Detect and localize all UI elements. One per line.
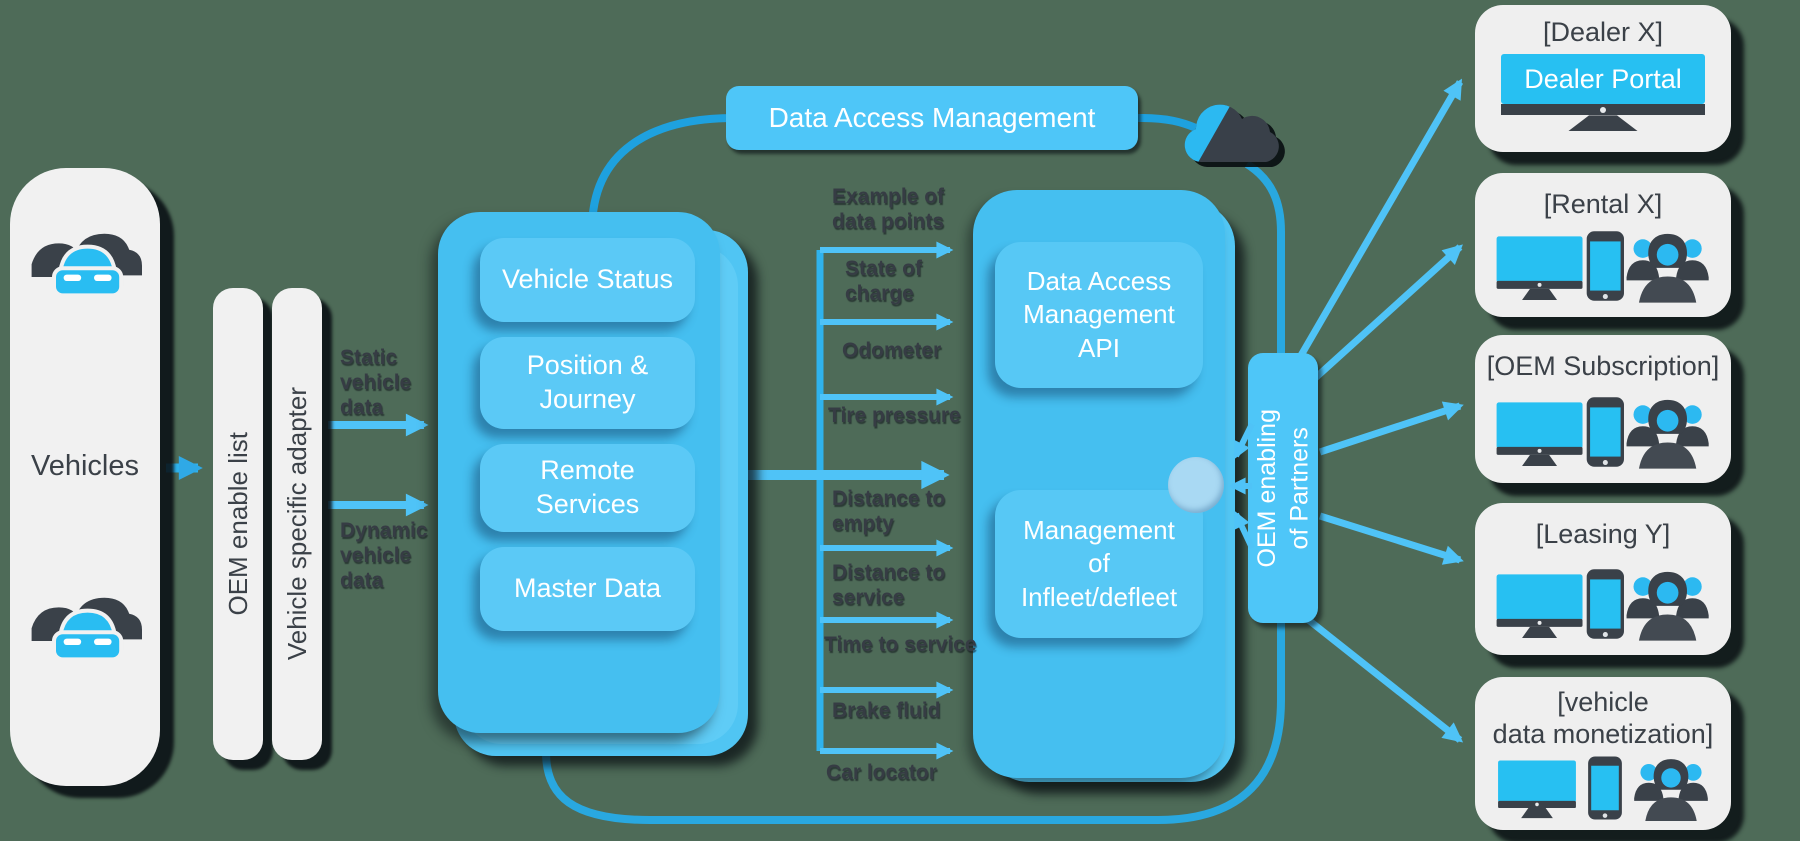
card-master-data: Master Data xyxy=(480,547,695,631)
vehicle-specific-adapter-bar: Vehicle specific adapter xyxy=(272,288,322,760)
people-icon xyxy=(1631,755,1711,821)
monitor-icon xyxy=(1495,234,1584,304)
card-position-journey: Position & Journey xyxy=(480,337,695,429)
car-fleet-icon xyxy=(30,212,142,298)
arrow-to-vehicle-data-monetization xyxy=(1303,615,1464,743)
partner-vehicle-data-monetization: [vehicle data monetization] xyxy=(1475,677,1731,830)
people-icon xyxy=(1625,394,1710,470)
smartphone-icon xyxy=(1585,566,1626,642)
oem-enabling-label: OEM enabling of Partners xyxy=(1251,409,1316,567)
data-access-management-banner: Data Access Management xyxy=(726,86,1138,150)
partner-title: [vehicle data monetization] xyxy=(1492,687,1714,750)
dealer-portal-screen: Dealer Portal xyxy=(1501,54,1705,105)
oem-enable-list-label: OEM enable list xyxy=(222,432,253,616)
label-state-of-charge: State of charge xyxy=(845,257,923,306)
label-time-to-service: Time to service xyxy=(824,633,977,656)
card-remote-services: Remote Services xyxy=(480,444,695,532)
partner-title: [Leasing Y] xyxy=(1535,519,1671,549)
oem-enabling-line2: of Partners xyxy=(1285,426,1313,550)
monitor-dot xyxy=(1600,107,1606,114)
label-brake-fluid: Brake fluid xyxy=(832,699,941,722)
banner-label: Data Access Management xyxy=(768,102,1096,133)
partner-title: [OEM Subscription] xyxy=(1486,351,1720,381)
label-car-locator: Car locator xyxy=(826,761,937,784)
card-data-access-management-api: Data Access Management API xyxy=(995,242,1203,388)
vehicles-panel: Vehicles xyxy=(10,168,160,786)
arrow-to-oem-subscription xyxy=(1318,401,1464,456)
api-connector-circle xyxy=(1168,457,1224,513)
label-odometer: Odometer xyxy=(842,339,942,362)
monitor-bezel xyxy=(1501,104,1705,116)
label-distance-to-service: Distance to service xyxy=(832,561,946,610)
partner-icon-row xyxy=(1495,226,1710,317)
smartphone-icon xyxy=(1585,394,1626,470)
arrow-to-dealer-x xyxy=(1292,78,1464,366)
line-cloud-to-oem-bar xyxy=(1244,160,1285,356)
dynamic-vehicle-data-label: Dynamic vehicle data xyxy=(340,519,428,593)
datapoints-heading: Example of data points xyxy=(832,185,945,234)
cloud-icon xyxy=(1184,104,1285,167)
partner-icon-row xyxy=(1495,753,1710,830)
oem-enabling-partners-bar: OEM enabling of Partners xyxy=(1248,353,1318,623)
partner-title: [Rental X] xyxy=(1543,189,1663,219)
monitor-icon xyxy=(1495,572,1584,642)
card-management-infleet-defleet: Management of Infleet/defleet xyxy=(995,490,1203,638)
partner-oem-subscription: [OEM Subscription] xyxy=(1475,335,1731,483)
people-icon xyxy=(1625,566,1710,642)
monitor-icon xyxy=(1495,400,1584,470)
partner-rental-x: [Rental X] xyxy=(1475,173,1731,317)
arrow-to-rental-x xyxy=(1299,244,1463,393)
vehicles-label: Vehicles xyxy=(30,450,139,482)
partner-dealer-x: [Dealer X] Dealer Portal xyxy=(1475,5,1731,152)
partner-icon-row xyxy=(1495,556,1710,655)
smartphone-icon xyxy=(1586,755,1624,821)
oem-enable-list-bar: OEM enable list xyxy=(213,288,263,760)
label-distance-to-empty: Distance to empty xyxy=(832,487,946,536)
car-fleet-icon xyxy=(30,576,142,662)
monitor-stand xyxy=(1568,115,1638,132)
monitor-icon xyxy=(1495,759,1579,821)
partner-title: [Dealer X] xyxy=(1542,17,1664,47)
arrow-to-leasing-y xyxy=(1318,512,1464,565)
people-icon xyxy=(1625,228,1710,304)
partner-icon-row xyxy=(1495,388,1710,483)
static-vehicle-data-label: Static vehicle data xyxy=(340,346,412,420)
label-tire-pressure: Tire pressure xyxy=(828,404,961,427)
vehicle-specific-adapter-label: Vehicle specific adapter xyxy=(281,387,312,661)
card-vehicle-status: Vehicle Status xyxy=(480,238,695,322)
line-banner-to-cloud xyxy=(1137,114,1198,132)
oem-enabling-line1: OEM enabling xyxy=(1252,408,1281,568)
smartphone-icon xyxy=(1585,228,1626,304)
partner-leasing-y: [Leasing Y] xyxy=(1475,503,1731,655)
